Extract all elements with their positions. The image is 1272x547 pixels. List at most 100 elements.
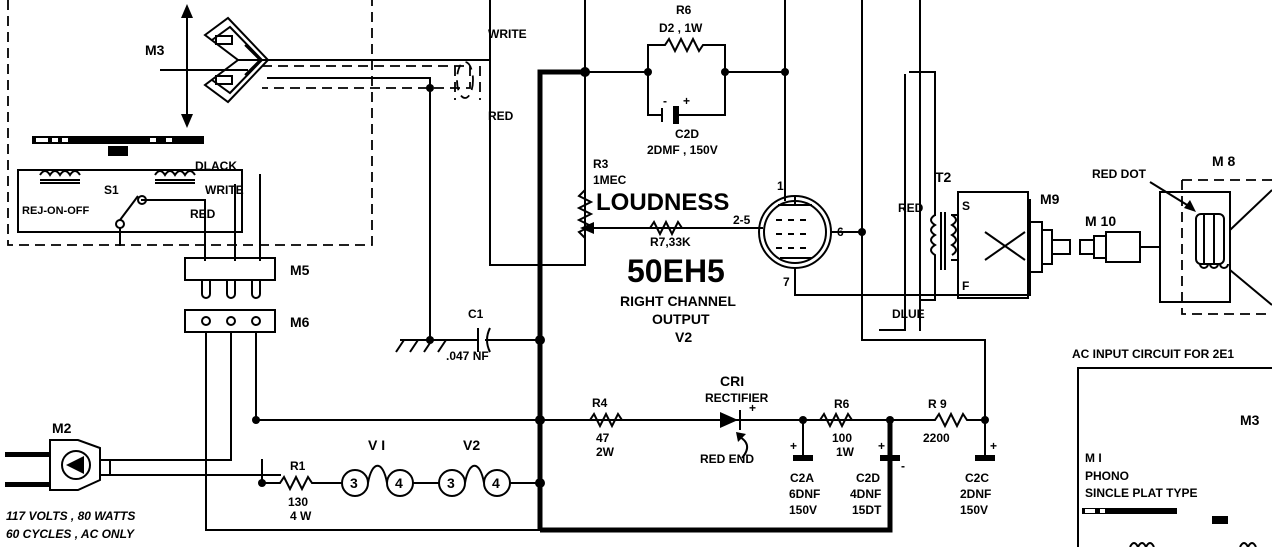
r1-value: 130 xyxy=(288,495,308,509)
capacitor-c2d-top xyxy=(654,106,701,124)
red-dot-label: RED DOT xyxy=(1092,167,1147,181)
r1-label: R1 xyxy=(290,459,306,473)
c2a-value: 6DNF xyxy=(789,487,820,501)
inset-m3-label: M3 xyxy=(1240,412,1260,428)
t2-f-label: F xyxy=(962,279,969,293)
heater-v1 xyxy=(330,464,440,497)
capacitor-c2a xyxy=(793,419,813,461)
tube-pin-7: 7 xyxy=(783,275,790,289)
c2c-label: C2C xyxy=(965,471,989,485)
speaker-m8 xyxy=(1159,179,1272,315)
r3-value: 1MEC xyxy=(593,173,627,187)
inset-m1-label: M I xyxy=(1085,451,1102,465)
shielded-cable xyxy=(262,59,491,100)
red-wire-label-top: RED xyxy=(488,109,514,123)
r9-label: R 9 xyxy=(928,397,947,411)
v2-pin4: 4 xyxy=(492,475,500,491)
v1-label: V I xyxy=(368,437,385,453)
output-label: OUTPUT xyxy=(652,311,710,327)
red-end-label: RED END xyxy=(700,452,754,466)
v2-tube-label: V2 xyxy=(675,329,692,345)
t2-s-label: S xyxy=(962,199,970,213)
right-channel-label: RIGHT CHANNEL xyxy=(620,293,736,309)
ac-input-inset xyxy=(1077,367,1272,547)
c2d-minus: - xyxy=(901,459,905,473)
resistor-r4 xyxy=(589,411,720,429)
r1-watts: 4 W xyxy=(290,509,312,523)
power-plug-m2 xyxy=(5,439,111,491)
c2c-voltage: 150V xyxy=(960,503,988,517)
m6-label: M6 xyxy=(290,314,310,330)
r9-value: 2200 xyxy=(923,431,950,445)
jack-m9 xyxy=(984,221,1071,273)
capacitor-c1 xyxy=(429,327,541,353)
rej-on-off-label: REJ-ON-OFF xyxy=(22,205,90,217)
c2a-voltage: 150V xyxy=(789,503,817,517)
c2c-plus: + xyxy=(990,439,997,453)
white-wire-label-top: WRITE xyxy=(488,27,527,41)
m5-label: M5 xyxy=(290,262,310,278)
capacitor-c2d xyxy=(880,419,900,461)
t2-red-label: RED xyxy=(898,201,924,215)
power-rating: 117 VOLTS , 80 WATTS xyxy=(6,509,135,523)
c2a-plus: + xyxy=(790,439,797,453)
v2-pin3: 3 xyxy=(447,475,455,491)
m9-label: M9 xyxy=(1040,191,1060,207)
heater-v2 xyxy=(438,464,540,497)
v1-pin3: 3 xyxy=(350,475,358,491)
transformer-t2 xyxy=(879,71,957,331)
blue-wire-label: DLUE xyxy=(892,307,925,321)
r6-bottom-watts: 1W xyxy=(836,445,855,459)
r4-value: 47 xyxy=(596,431,610,445)
tube-type-label: 50EH5 xyxy=(627,253,725,289)
power-frequency: 60 CYCLES , AC ONLY xyxy=(6,527,135,541)
red-wire-label-mid: RED xyxy=(190,207,216,221)
resistor-r6-bottom xyxy=(819,411,890,429)
c2d-voltage: 15DT xyxy=(852,503,882,517)
switch-s1-label: S1 xyxy=(104,183,119,197)
c2a-label: C2A xyxy=(790,471,814,485)
switch-s1 xyxy=(115,174,261,261)
potentiometer-r3 xyxy=(576,189,761,239)
c2d-top-minus: - xyxy=(663,94,667,108)
rectifier-cr1 xyxy=(720,410,821,459)
c2d-top-label: C2D xyxy=(675,127,699,141)
m8-label: M 8 xyxy=(1212,153,1236,169)
plug-m10 xyxy=(1079,231,1161,263)
resistor-r9 xyxy=(890,411,985,429)
t2-label: T2 xyxy=(935,169,952,185)
connector-m5 xyxy=(184,257,276,299)
cartridge-m3 xyxy=(160,4,270,128)
r4-watts: 2W xyxy=(596,445,615,459)
rectifier-label: RECTIFIER xyxy=(705,391,769,405)
turntable-platter xyxy=(32,136,204,156)
c2d-plus: + xyxy=(878,439,885,453)
tube-pin-25: 2-5 xyxy=(733,213,751,227)
m3-label: M3 xyxy=(145,42,165,58)
cr1-plus: + xyxy=(749,401,756,415)
tube-pin-1: 1 xyxy=(777,179,784,193)
white-wire-label-mid: WRITE xyxy=(205,183,244,197)
c2d-label: C2D xyxy=(856,471,880,485)
v2-heater-label: V2 xyxy=(463,437,480,453)
loudness-label: LOUDNESS xyxy=(596,189,729,216)
tube-pin-6: 6 xyxy=(837,225,844,239)
ac-input-title: AC INPUT CIRCUIT FOR 2E1 xyxy=(1072,347,1234,361)
cr1-label: CRI xyxy=(720,373,744,389)
r6-bottom-value: 100 xyxy=(832,431,852,445)
r4-label: R4 xyxy=(592,396,608,410)
c2d-top-value: 2DMF , 150V xyxy=(647,143,718,157)
v1-pin4: 4 xyxy=(395,475,403,491)
r6-top-value: D2 , 1W xyxy=(659,21,703,35)
c2c-value: 2DNF xyxy=(960,487,991,501)
tube-50eh5 xyxy=(758,195,1031,296)
r6-bottom-label: R6 xyxy=(834,397,850,411)
r3-label: R3 xyxy=(593,157,609,171)
motor-coils xyxy=(17,169,243,233)
c2d-value: 4DNF xyxy=(850,487,881,501)
r7-label: R7,33K xyxy=(650,235,691,249)
output-terminal-box xyxy=(957,191,1029,299)
c1-label: C1 xyxy=(468,307,484,321)
c2d-top-plus: + xyxy=(683,94,690,108)
